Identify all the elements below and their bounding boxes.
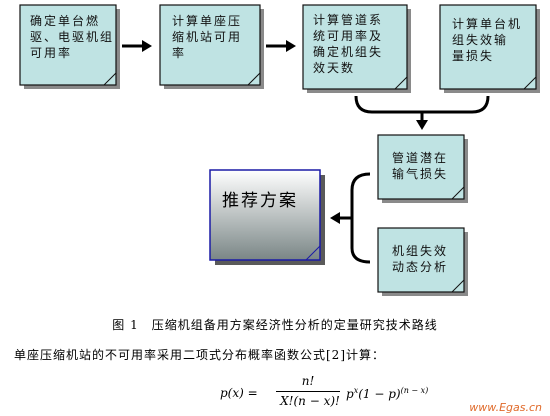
formula-denominator: X!(n − x)! [280,394,340,408]
step-box-potential-gas-loss [377,134,468,203]
site-watermark: www.Egas.cn [469,401,542,414]
merge-arrow [354,95,490,130]
box2-label: 计算单座压 缩机站可用 率 [172,14,243,60]
converge-arrow [330,172,371,264]
formula-numerator: n! [301,374,315,388]
step-box-station-availability [159,4,264,89]
formula-rhs-mid: (1 − p) [358,387,401,401]
arrow-1-to-2 [122,40,152,52]
box5-label: 管道潜在 输气损失 [392,151,449,181]
formula-rhs-exp1: x [353,386,359,395]
box1-label: 确定单台燃 驱、电驱机组 可用率 [30,14,115,60]
formula-lhs: p(x) = [220,386,258,400]
formula-rhs-base: p [346,387,354,401]
body-paragraph: 单座压缩机站的不可用率采用二项式分布概率函数公式[2]计算： [14,348,386,362]
formula-rhs-exp2: (n − x) [400,386,429,395]
box6-label: 机组失效 动态分析 [392,244,449,274]
box3-label: 计算管道系 统可用率及 确定机组失 效天数 [313,13,384,75]
step-box-dynamic-analysis [377,227,468,296]
fraction-bar [276,391,340,392]
arrow-2-to-3 [266,40,296,52]
step-box-throughput-loss [439,4,540,93]
box4-label: 计算单台机 组失效输 量损失 [452,17,523,63]
result-label: 推荐方案 [222,191,298,211]
step-box-unit-availability [19,4,120,89]
flow-diagram [19,4,540,296]
formula-rhs: px(1 − p)(n − x) [346,386,428,401]
step-box-pipeline-availability [302,4,411,93]
result-box [209,169,325,265]
binomial-formula: p(x) = n! X!(n − x)! px(1 − p)(n − x) [220,374,440,414]
figure-caption: 图 1 压缩机组备用方案经济性分析的定量研究技术路线 [112,318,438,332]
